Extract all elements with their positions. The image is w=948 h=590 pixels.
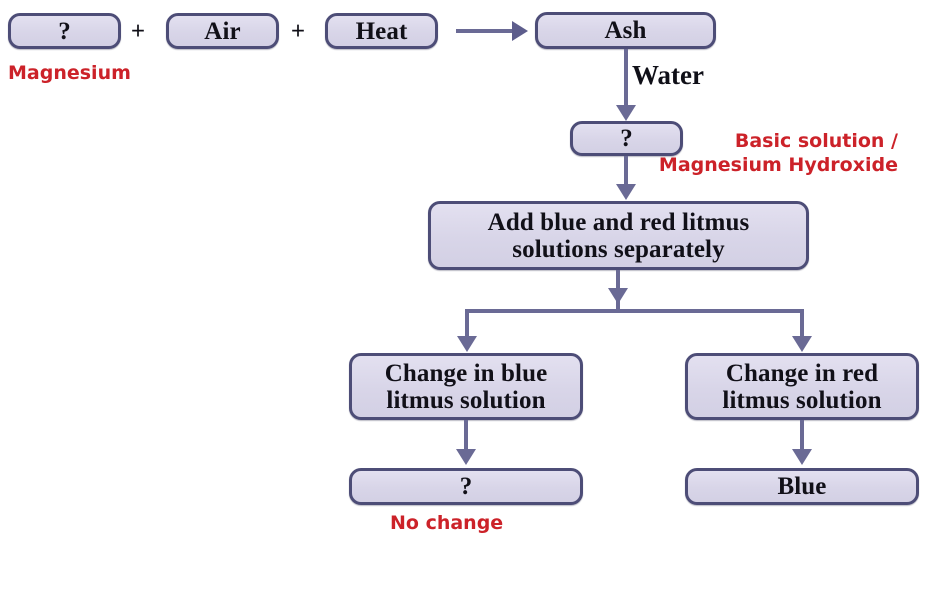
node-blue-result-unknown-label: ? (459, 473, 473, 500)
arrow-right-icon (512, 21, 528, 41)
node-add-litmus[interactable]: Add blue and red litmus solutions separa… (428, 201, 809, 270)
node-blue-result-unknown[interactable]: ? (349, 468, 583, 505)
plus-operator-1-label: + (130, 18, 146, 45)
connector-solution-to-addlitmus (624, 156, 628, 186)
node-heat[interactable]: Heat (325, 13, 438, 49)
node-red-litmus[interactable]: Change in red litmus solution (685, 353, 919, 420)
node-reactant-unknown[interactable]: ? (8, 13, 121, 49)
connector-branch-left (465, 309, 469, 341)
arrow-down-icon-red-result (792, 449, 812, 465)
connector-branch-horizontal (465, 309, 804, 313)
annotation-basic-solution-line2: Magnesium Hydroxide (658, 153, 898, 176)
connector-ash-to-solution (624, 49, 628, 107)
connector-addlitmus-stem (616, 270, 620, 298)
connector-blue-litmus-to-result (464, 420, 468, 452)
arrow-down-icon-addlitmus (616, 184, 636, 200)
edge-label-water: Water (632, 60, 704, 91)
connector-red-litmus-to-result (800, 420, 804, 452)
arrow-down-icon-left-branch (457, 336, 477, 352)
connector-branch-right (800, 309, 804, 341)
node-add-litmus-line1: Add blue and red litmus (487, 208, 750, 236)
annotation-basic-solution-line1: Basic solution / (734, 130, 898, 152)
node-air[interactable]: Air (166, 13, 279, 49)
annotation-magnesium: Magnesium (8, 62, 131, 86)
node-reactant-unknown-label: ? (58, 17, 71, 45)
node-blue-litmus-line1: Change in blue (384, 359, 548, 387)
node-red-result[interactable]: Blue (685, 468, 919, 505)
connector-heat-to-ash (456, 29, 514, 33)
plus-operator-2-label: + (290, 18, 306, 45)
arrow-down-icon-water (616, 105, 636, 121)
annotation-no-change: No change (390, 512, 503, 536)
node-solution-unknown-label: ? (620, 125, 633, 152)
node-blue-litmus-line2: litmus solution (386, 386, 546, 414)
node-solution-unknown[interactable]: ? (570, 121, 683, 156)
node-air-label: Air (204, 17, 241, 45)
plus-operator-1: + (128, 18, 148, 46)
node-red-result-label: Blue (777, 473, 827, 500)
annotation-magnesium-label: Magnesium (8, 62, 131, 84)
node-red-litmus-line1: Change in red (725, 359, 879, 387)
node-ash[interactable]: Ash (535, 12, 716, 49)
arrow-down-icon-blue-result (456, 449, 476, 465)
node-add-litmus-line2: solutions separately (512, 235, 725, 263)
node-red-litmus-line2: litmus solution (722, 386, 882, 414)
annotation-basic-solution: Basic solution / Magnesium Hydroxide (640, 130, 898, 178)
edge-label-water-text: Water (632, 60, 704, 90)
arrow-down-icon-branch (608, 288, 628, 304)
plus-operator-2: + (288, 18, 308, 46)
node-heat-label: Heat (355, 17, 408, 45)
node-ash-text: Ash (604, 17, 647, 44)
node-blue-litmus[interactable]: Change in blue litmus solution (349, 353, 583, 420)
arrow-down-icon-right-branch (792, 336, 812, 352)
connector-branch-stem-lower (616, 300, 620, 312)
annotation-no-change-label: No change (390, 512, 504, 534)
